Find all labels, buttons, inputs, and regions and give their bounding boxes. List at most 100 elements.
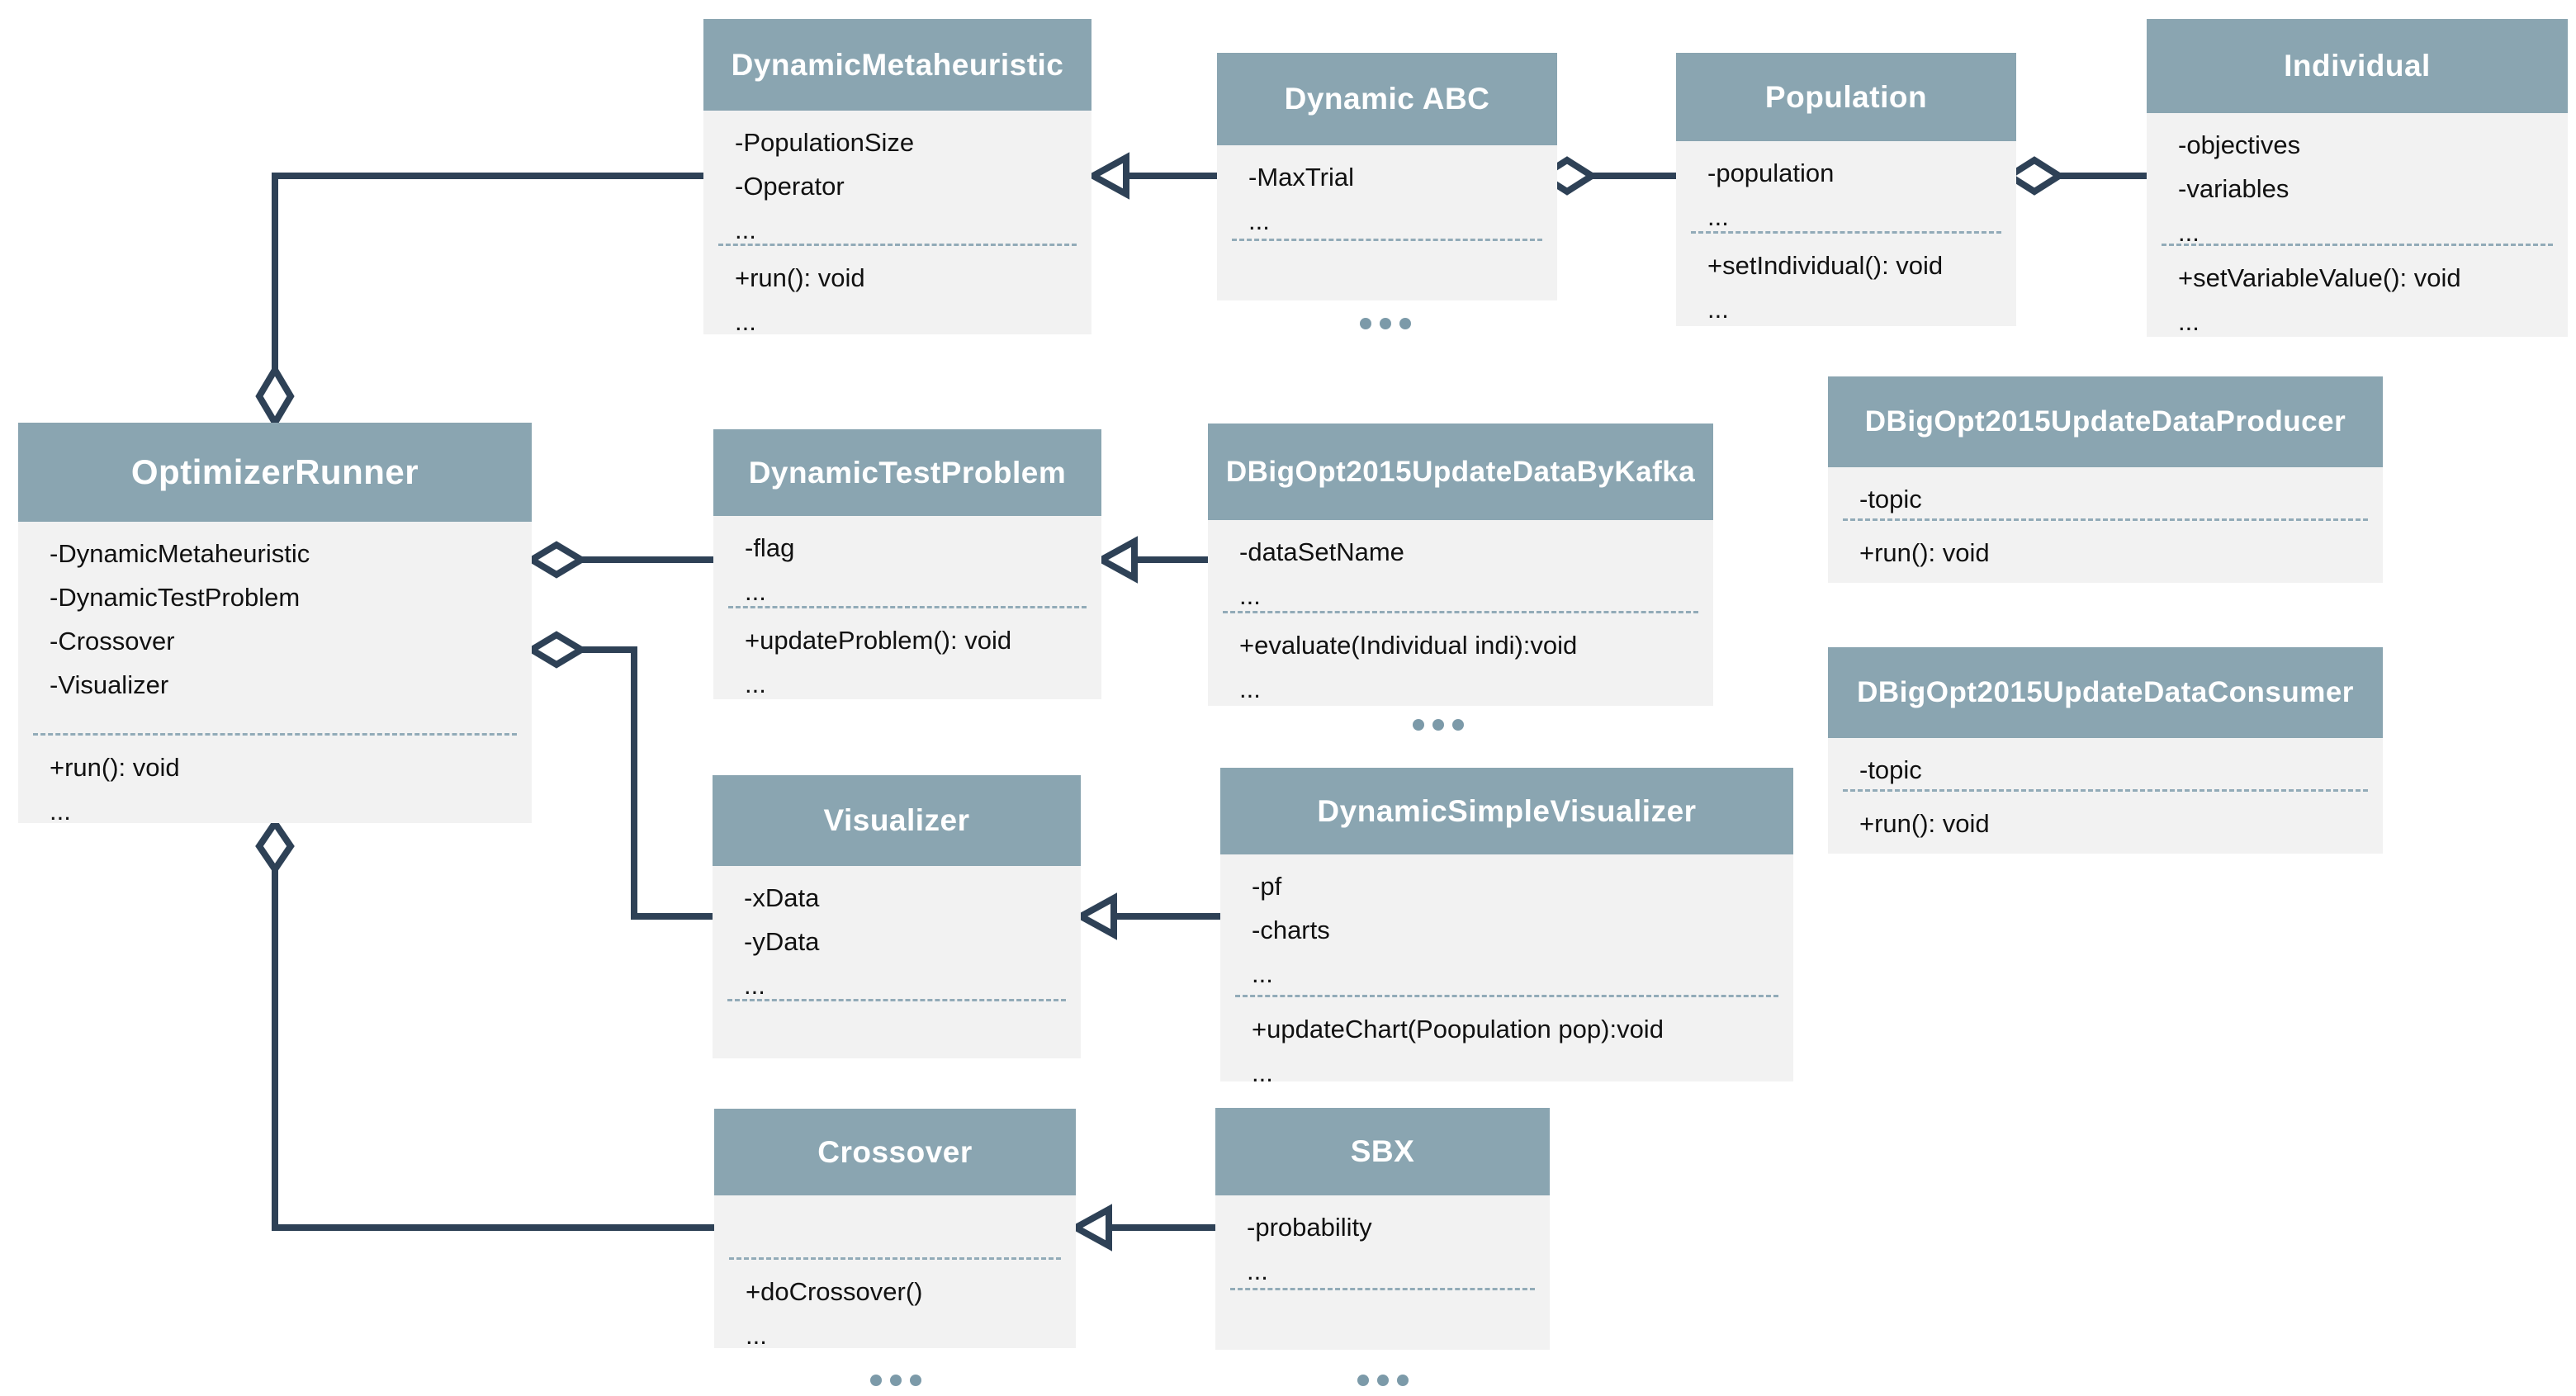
member-line: -dataSetName bbox=[1239, 537, 1404, 566]
member-line: -pf bbox=[1252, 872, 1282, 901]
member-line: -charts bbox=[1252, 916, 1330, 944]
inheritance-arrow-icon bbox=[1073, 892, 1117, 940]
member-line: -DynamicTestProblem bbox=[50, 583, 301, 612]
class-attributes: -topic bbox=[1828, 467, 2383, 518]
member-line: -MaxTrial bbox=[1248, 163, 1355, 192]
class-attributes: -objectives -variables... bbox=[2147, 113, 2568, 244]
member-line: -topic bbox=[1859, 755, 1922, 784]
member-line: ... bbox=[1239, 674, 1261, 703]
member-line: +setVariableValue(): void bbox=[2178, 263, 2461, 292]
member-line: -variables bbox=[2178, 174, 2290, 203]
class-title: DynamicMetaheuristic bbox=[703, 19, 1091, 111]
member-line: ... bbox=[1252, 1058, 1273, 1081]
class-attributes bbox=[714, 1195, 1076, 1257]
member-line: -topic bbox=[1859, 485, 1922, 513]
inheritance-arrow-icon bbox=[1094, 536, 1138, 584]
member-line: +evaluate(Individual indi):void bbox=[1239, 631, 1578, 660]
class-methods: +updateChart(Poopulation pop):void... bbox=[1220, 997, 1793, 1081]
member-line: -xData bbox=[744, 883, 820, 912]
member-line: -DynamicMetaheuristic bbox=[50, 539, 310, 568]
class-methods: +setVariableValue(): void... bbox=[2147, 246, 2568, 337]
class-box-optimizer-runner: OptimizerRunner -DynamicMetaheuristic-Dy… bbox=[18, 423, 532, 823]
member-line: -Visualizer bbox=[50, 670, 169, 699]
member-line: +setIndividual(): void bbox=[1707, 251, 1944, 280]
ellipsis-dots bbox=[1360, 318, 1411, 329]
class-box-dynamic-test-problem: DynamicTestProblem -flag... +updateProbl… bbox=[713, 429, 1101, 699]
section-divider bbox=[1843, 518, 2368, 521]
aggregation-diamond-icon bbox=[255, 816, 295, 876]
section-divider bbox=[33, 733, 517, 736]
class-methods bbox=[713, 1001, 1081, 1058]
class-attributes: -dataSetName... bbox=[1208, 520, 1713, 611]
class-title: DBigOpt2015UpdateDataConsumer bbox=[1828, 647, 2383, 738]
member-line: -yData bbox=[744, 927, 820, 956]
class-title: Population bbox=[1676, 53, 2016, 141]
member-line: ... bbox=[745, 577, 766, 606]
class-box-dynamic-metaheuristic: DynamicMetaheuristic -PopulationSize-Ope… bbox=[703, 19, 1091, 334]
class-title: DynamicSimpleVisualizer bbox=[1220, 768, 1793, 854]
aggregation-diamond-icon bbox=[525, 541, 588, 579]
ellipsis-dots bbox=[870, 1375, 921, 1386]
member-line: ... bbox=[735, 307, 756, 334]
section-divider bbox=[727, 999, 1066, 1001]
member-line: ... bbox=[744, 971, 765, 999]
member-line: -PopulationSize bbox=[735, 128, 915, 157]
class-attributes: -topic bbox=[1828, 738, 2383, 789]
class-box-dynamic-simple-visualizer: DynamicSimpleVisualizer -pf -charts... +u… bbox=[1220, 768, 1793, 1081]
section-divider bbox=[1691, 231, 2001, 234]
class-attributes: -population... bbox=[1676, 141, 2016, 231]
aggregation-diamond-icon bbox=[255, 363, 295, 429]
class-methods: +doCrossover()... bbox=[714, 1260, 1076, 1348]
class-box-visualizer: Visualizer -xData -yData... bbox=[713, 775, 1081, 1058]
aggregation-diamond-icon bbox=[525, 631, 588, 669]
member-line: ... bbox=[1239, 581, 1261, 610]
member-line: ... bbox=[745, 670, 766, 698]
class-attributes: -MaxTrial... bbox=[1217, 145, 1557, 239]
class-box-population: Population -population... +setIndividual… bbox=[1676, 53, 2016, 326]
member-line: ... bbox=[50, 714, 71, 733]
member-line: ... bbox=[735, 215, 756, 244]
aggregation-diamond-icon bbox=[2003, 156, 2066, 196]
aggregation-line bbox=[272, 869, 714, 1231]
class-box-dbigopt2015-update-data-producer: DBigOpt2015UpdateDataProducer -topic +ru… bbox=[1828, 376, 2383, 583]
class-methods: +evaluate(Individual indi):void... bbox=[1208, 613, 1713, 706]
member-line: +updateChart(Poopulation pop):void bbox=[1252, 1015, 1664, 1043]
member-line: ... bbox=[1252, 959, 1273, 988]
member-line: +doCrossover() bbox=[746, 1277, 923, 1306]
class-box-dbigopt2015-update-data-consumer: DBigOpt2015UpdateDataConsumer -topic +ru… bbox=[1828, 647, 2383, 854]
class-attributes: -pf -charts... bbox=[1220, 854, 1793, 995]
class-title: DBigOpt2015UpdateDataByKafka bbox=[1208, 424, 1713, 520]
section-divider bbox=[1232, 239, 1542, 241]
member-line: ... bbox=[1707, 295, 1729, 324]
class-title: Individual bbox=[2147, 19, 2568, 113]
section-divider bbox=[729, 1257, 1061, 1260]
class-methods: +run(): void bbox=[1828, 521, 2383, 583]
aggregation-line bbox=[581, 646, 713, 920]
class-attributes: -flag... bbox=[713, 516, 1101, 606]
section-divider bbox=[2162, 244, 2553, 246]
class-methods: +run(): void bbox=[1828, 792, 2383, 854]
member-line: ... bbox=[746, 1321, 767, 1348]
member-line: +run(): void bbox=[1859, 809, 1990, 838]
class-methods: +run(): void... bbox=[703, 246, 1091, 334]
section-divider bbox=[728, 606, 1087, 608]
section-divider bbox=[1843, 789, 2368, 792]
aggregation-line bbox=[272, 173, 703, 370]
class-title: Crossover bbox=[714, 1109, 1076, 1195]
class-title: Visualizer bbox=[713, 775, 1081, 866]
class-methods bbox=[1215, 1290, 1550, 1350]
class-attributes: -PopulationSize-Operator... bbox=[703, 111, 1091, 244]
class-attributes: -xData -yData... bbox=[713, 866, 1081, 999]
member-line: +run(): void bbox=[50, 753, 180, 782]
class-title: DynamicTestProblem bbox=[713, 429, 1101, 516]
member-line: -objectives bbox=[2178, 130, 2301, 159]
member-line: -Crossover bbox=[50, 627, 175, 655]
section-divider bbox=[1230, 1288, 1535, 1290]
class-attributes: -probability... bbox=[1215, 1195, 1550, 1288]
member-line: ... bbox=[2178, 218, 2200, 244]
class-methods: +updateProblem(): void... bbox=[713, 608, 1101, 699]
member-line: +run(): void bbox=[1859, 538, 1990, 567]
class-box-dbigopt2015-update-data-by-kafka: DBigOpt2015UpdateDataByKafka -dataSetNam… bbox=[1208, 424, 1713, 706]
member-line: ... bbox=[1707, 202, 1729, 231]
